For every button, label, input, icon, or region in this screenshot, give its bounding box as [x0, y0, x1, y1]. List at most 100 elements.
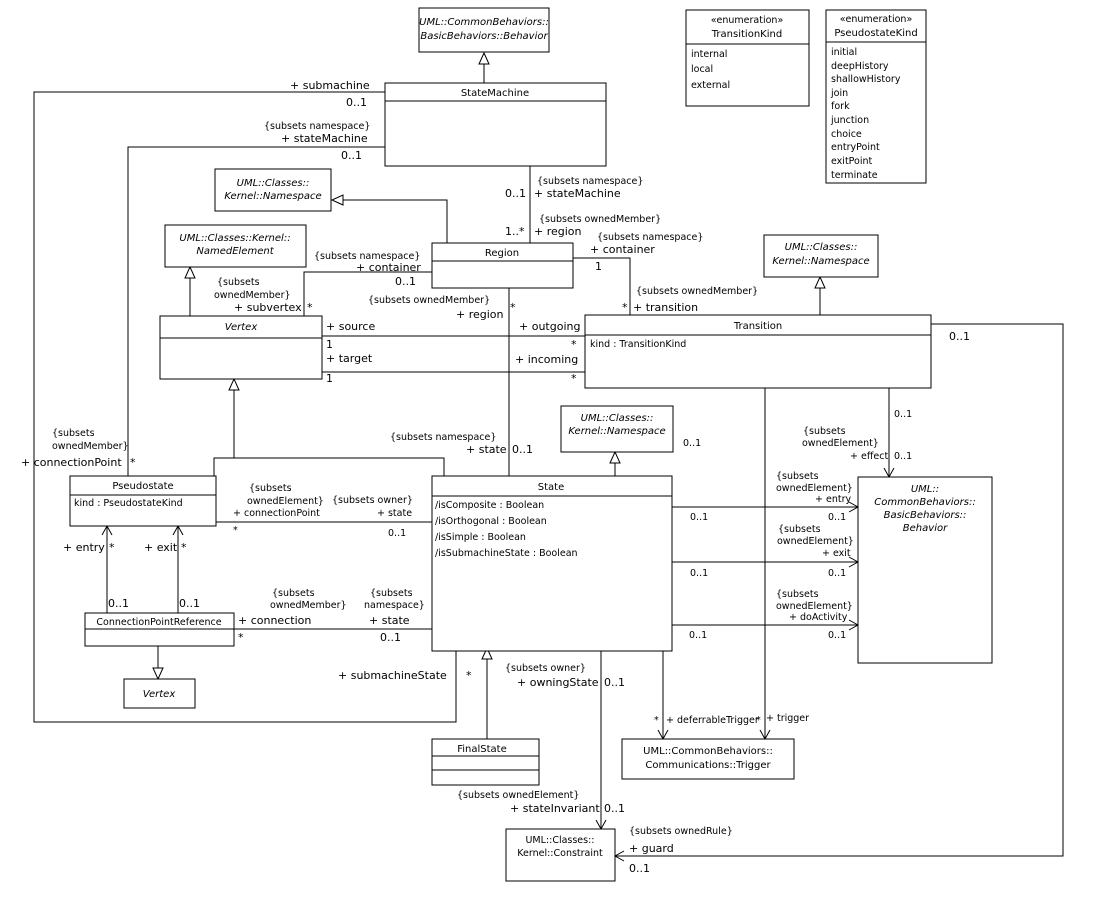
class-name-line2: NamedElement	[196, 246, 274, 257]
multiplicity-label: 0..1	[690, 568, 708, 579]
multiplicity-label: 0..1	[690, 512, 708, 523]
class-namespace-left[interactable]: UML::Classes:: Kernel::Namespace	[214, 168, 332, 212]
role-label: + submachineState	[338, 669, 447, 682]
subsets-label: {subsets namespace}	[264, 121, 370, 132]
subsets-label: {subsets	[776, 471, 819, 482]
class-attribute: /isSimple : Boolean	[435, 532, 526, 543]
class-connectionpointreference[interactable]: ConnectionPointReference	[84, 612, 235, 647]
multiplicity-label: *	[233, 525, 238, 536]
role-label: + region	[456, 308, 504, 321]
subsets-label: ownedElement}	[776, 483, 853, 494]
class-name-line2: Kernel::Namespace	[568, 426, 665, 437]
role-label: + state	[377, 508, 412, 519]
class-attribute: kind : TransitionKind	[590, 339, 686, 350]
class-name: FinalState	[457, 744, 507, 755]
role-label: + entry	[63, 541, 105, 554]
role-label: + exit	[144, 541, 178, 554]
subsets-label: ownedMember}	[52, 441, 129, 452]
enum-literal: deepHistory	[831, 61, 889, 72]
assoc-sm-connectionpoint	[127, 147, 385, 476]
enum-literal: exitPoint	[831, 156, 873, 167]
class-region[interactable]: Region	[431, 242, 574, 289]
multiplicity-label: 0..1	[828, 568, 846, 579]
class-behavior-right[interactable]: UML:: CommonBehaviors:: BasicBehaviors::…	[857, 476, 993, 664]
association-labels: + submachine 0..1 {subsets namespace} + …	[21, 79, 970, 875]
enum-literal: initial	[831, 47, 857, 58]
enum-literal: entryPoint	[831, 142, 880, 153]
class-name-line1: UML::Classes::	[581, 413, 654, 424]
enum-pseudostatekind[interactable]: «enumeration» PseudostateKind initial de…	[825, 9, 927, 184]
role-label: + incoming	[515, 353, 578, 366]
class-vertex-small[interactable]: Vertex	[123, 678, 196, 709]
class-constraint[interactable]: UML::Classes:: Kernel::Constraint	[505, 828, 616, 882]
subsets-label: {subsets owner}	[332, 495, 413, 506]
role-label: + stateMachine	[281, 132, 368, 145]
subsets-label: namespace}	[364, 600, 425, 611]
subsets-label: {subsets	[370, 588, 413, 599]
class-state[interactable]: State /isComposite : Boolean /isOrthogon…	[431, 475, 673, 652]
multiplicity-label: 0..1	[512, 443, 533, 456]
class-name-line2: Kernel::Namespace	[772, 256, 869, 267]
multiplicity-label: 1	[326, 372, 333, 385]
class-name-line1: UML::CommonBehaviors::	[643, 746, 773, 757]
multiplicity-label: 0..1	[689, 630, 707, 641]
subsets-label: ownedMember}	[270, 600, 347, 611]
class-name: Vertex	[225, 322, 258, 333]
subsets-label: ownedElement}	[247, 496, 324, 507]
subsets-label: {subsets ownedMember}	[539, 214, 661, 225]
multiplicity-label: *	[109, 541, 115, 554]
class-name: Pseudostate	[112, 481, 173, 492]
class-namespace-state[interactable]: UML::Classes:: Kernel::Namespace	[560, 405, 674, 453]
multiplicity-label: 0..1	[949, 330, 970, 343]
multiplicity-label: 0..1	[346, 96, 367, 109]
gen-pseudostate-vertex	[213, 377, 240, 476]
class-behavior-top[interactable]: UML::CommonBehaviors:: BasicBehaviors::B…	[418, 7, 550, 53]
multiplicity-label: 0..1	[894, 451, 912, 462]
subsets-label: {subsets ownedMember}	[636, 286, 758, 297]
multiplicity-label: 0..1	[629, 862, 650, 875]
class-vertex[interactable]: Vertex	[159, 315, 323, 380]
class-pseudostate[interactable]: Pseudostate kind : PseudostateKind	[69, 475, 217, 527]
subsets-label: {subsets	[52, 428, 95, 439]
multiplicity-label: *	[238, 631, 244, 644]
multiplicity-label: 0..1	[179, 597, 200, 610]
class-namespace-right[interactable]: UML::Classes:: Kernel::Namespace	[763, 234, 879, 278]
class-name: Transition	[733, 321, 782, 332]
subsets-label: {subsets owner}	[505, 663, 586, 674]
class-trigger[interactable]: UML::CommonBehaviors:: Communications::T…	[621, 738, 795, 780]
enum-name: TransitionKind	[711, 29, 782, 40]
multiplicity-label: 0..1	[604, 676, 625, 689]
multiplicity-label: 1..*	[505, 225, 525, 238]
enum-literal: shallowHistory	[831, 74, 901, 85]
class-name-line1: UML::CommonBehaviors::	[419, 17, 549, 28]
role-label: + container	[590, 243, 655, 256]
multiplicity-label: *	[756, 715, 761, 726]
role-label: + subvertex	[234, 301, 302, 314]
class-finalstate[interactable]: FinalState	[431, 738, 540, 786]
class-namedelement[interactable]: UML::Classes::Kernel:: NamedElement	[164, 224, 307, 268]
role-label: + stateMachine	[534, 187, 621, 200]
enum-transitionkind[interactable]: «enumeration» TransitionKind internal lo…	[685, 9, 810, 107]
class-name-line2: Kernel::Constraint	[517, 848, 603, 859]
role-label: + connectionPoint	[21, 456, 122, 469]
multiplicity-label: *	[571, 372, 577, 385]
role-label: + target	[326, 352, 373, 365]
enum-stereotype: «enumeration»	[711, 15, 784, 26]
class-statemachine[interactable]: StateMachine	[384, 82, 607, 167]
multiplicity-label: *	[466, 669, 472, 682]
role-label: + connection	[238, 614, 311, 627]
role-label: + stateInvariant	[510, 802, 600, 815]
class-transition[interactable]: Transition kind : TransitionKind	[584, 314, 932, 389]
multiplicity-label: 0..1	[388, 528, 406, 539]
class-name-line1: UML::Classes::	[237, 178, 310, 189]
class-attribute: /isOrthogonal : Boolean	[435, 516, 547, 527]
role-label: + trigger	[766, 713, 809, 724]
class-name-line3: BasicBehaviors::	[884, 510, 967, 521]
subsets-label: {subsets namespace}	[390, 432, 496, 443]
gen-region-namespace	[330, 194, 448, 243]
subsets-label: {subsets	[249, 483, 292, 494]
role-label: + container	[356, 261, 421, 274]
multiplicity-label: *	[571, 338, 577, 351]
subsets-label: ownedElement}	[776, 601, 853, 612]
role-label: + outgoing	[519, 320, 580, 333]
